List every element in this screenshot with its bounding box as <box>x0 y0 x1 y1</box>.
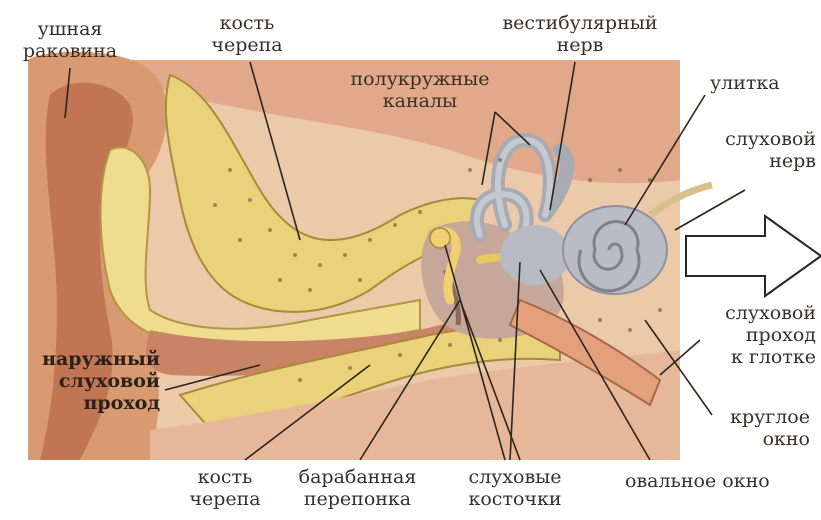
label-line: улитка <box>710 72 780 94</box>
label-line: слуховой <box>690 302 816 324</box>
label-eustachian-tube: слуховой проход к глотке <box>690 302 816 368</box>
label-ossicles: слуховые косточки <box>455 466 575 510</box>
label-line: ушная <box>10 18 130 40</box>
label-line: нерв <box>700 150 816 172</box>
label-line: барабанная <box>285 466 430 488</box>
label-auditory-nerve: слуховой нерв <box>700 128 816 172</box>
label-line: окно <box>700 428 810 450</box>
label-line: слуховой <box>700 128 816 150</box>
label-line: овальное окно <box>625 470 770 492</box>
label-oval-window: овальное окно <box>625 470 770 492</box>
label-line: проход <box>28 392 160 414</box>
label-line: проход <box>690 324 816 346</box>
label-line: кость <box>192 12 302 34</box>
vestibule <box>500 225 570 285</box>
label-skull-bone-bottom: кость черепа <box>175 466 275 510</box>
label-line: перепонка <box>285 488 430 510</box>
label-round-window: круглое окно <box>700 406 810 450</box>
arrow-right-icon <box>686 216 821 296</box>
label-semicircular-canals: полукружные каналы <box>345 68 495 112</box>
label-line: к глотке <box>690 346 816 368</box>
label-line: каналы <box>345 90 495 112</box>
label-external-canal: наружный слуховой проход <box>28 348 160 414</box>
label-line: полукружные <box>345 68 495 90</box>
cochlea-shape <box>563 206 667 294</box>
label-cochlea: улитка <box>710 72 780 94</box>
label-skull-bone-top: кость черепа <box>192 12 302 56</box>
label-line: нерв <box>490 34 670 56</box>
label-line: черепа <box>192 34 302 56</box>
label-vestibular-nerve: вестибулярный нерв <box>490 12 670 56</box>
label-line: раковина <box>10 40 130 62</box>
label-line: наружный <box>28 348 160 370</box>
malleus-head <box>430 228 450 248</box>
label-line: черепа <box>175 488 275 510</box>
label-line: круглое <box>700 406 810 428</box>
label-line: слуховые <box>455 466 575 488</box>
label-outer-ear: ушная раковина <box>10 18 130 62</box>
label-line: слуховой <box>28 370 160 392</box>
label-line: косточки <box>455 488 575 510</box>
label-line: кость <box>175 466 275 488</box>
label-eardrum: барабанная перепонка <box>285 466 430 510</box>
label-line: вестибулярный <box>490 12 670 34</box>
